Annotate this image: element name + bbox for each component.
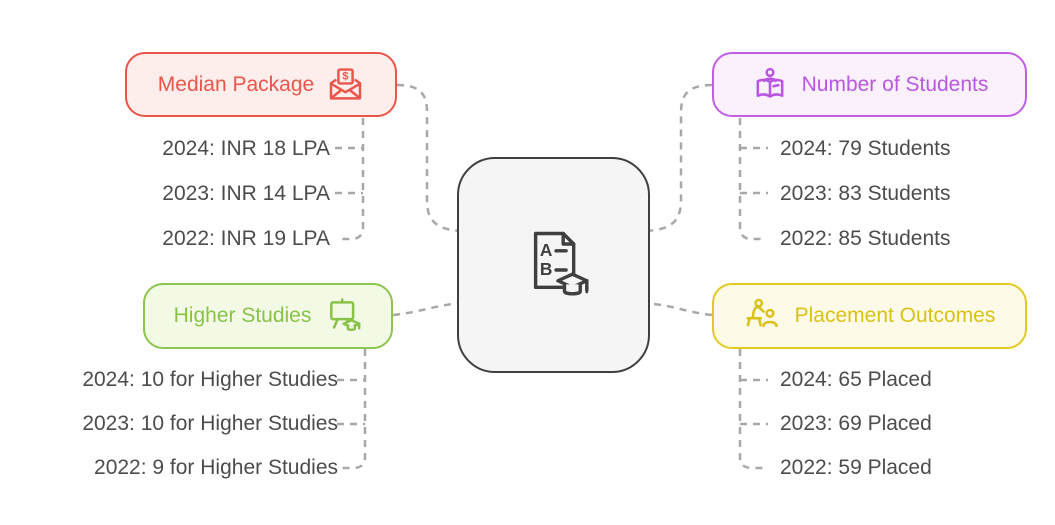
branch-node-higher-studies[interactable]: Higher Studies [143, 283, 393, 349]
branch-item[interactable]: 2022: 85 Students [780, 226, 951, 250]
branch-label-higher-studies: Higher Studies [173, 304, 312, 327]
connector-students-trunk [738, 118, 765, 241]
number-of-students-items: 2024: 79 Students 2023: 83 Students 2022… [780, 126, 1040, 261]
branch-item[interactable]: 2023: 83 Students [780, 181, 951, 205]
person-reading-book-icon [756, 67, 784, 98]
branch-node-number-of-students[interactable]: Number of Students [712, 52, 1027, 117]
branch-item[interactable]: 2022: 9 for Higher Studies [94, 456, 338, 479]
branch-node-median-package[interactable]: Median Package $ [125, 52, 397, 117]
connector-higher-trunk [340, 349, 367, 470]
svg-text:B: B [539, 259, 552, 279]
svg-text:$: $ [343, 71, 350, 83]
connector-placement-trunk [738, 349, 765, 470]
branch-label-placement-outcomes: Placement Outcomes [794, 304, 996, 327]
branch-item[interactable]: 2023: INR 14 LPA [162, 181, 330, 205]
branch-item[interactable]: 2024: 79 Students [780, 136, 951, 160]
presenter-with-person-icon [746, 298, 778, 328]
connector-placement-to-center [640, 301, 713, 317]
branch-item[interactable]: 2024: 10 for Higher Studies [82, 368, 338, 391]
branch-node-placement-outcomes[interactable]: Placement Outcomes [712, 283, 1027, 349]
higher-studies-items: 2024: 10 for Higher Studies 2023: 10 for… [20, 358, 338, 490]
connector-median-to-center [396, 83, 467, 233]
connector-higher-to-center [392, 301, 467, 317]
placement-outcomes-items: 2024: 65 Placed 2023: 69 Placed 2022: 59… [780, 358, 1040, 490]
branch-item[interactable]: 2024: INR 18 LPA [162, 136, 330, 160]
branch-item[interactable]: 2024: 65 Placed [780, 368, 932, 391]
connector-students-to-center [640, 83, 713, 233]
branch-item[interactable]: 2023: 69 Placed [780, 412, 932, 435]
branch-item[interactable]: 2022: 59 Placed [780, 456, 932, 479]
branch-item[interactable]: 2023: 10 for Higher Studies [82, 412, 338, 435]
branch-item[interactable]: 2022: INR 19 LPA [162, 226, 330, 250]
median-package-items: 2024: INR 18 LPA 2023: INR 14 LPA 2022: … [20, 126, 330, 261]
center-node[interactable]: A B [457, 157, 650, 373]
presentation-board-graduation-icon [330, 298, 361, 332]
envelope-money-icon: $ [329, 68, 362, 100]
branch-label-median-package: Median Package [157, 72, 315, 96]
branch-label-number-of-students: Number of Students [801, 72, 989, 96]
svg-text:A: A [539, 240, 552, 260]
exam-results-graduation-icon: A B [533, 231, 589, 296]
connector-median-trunk [338, 118, 365, 241]
